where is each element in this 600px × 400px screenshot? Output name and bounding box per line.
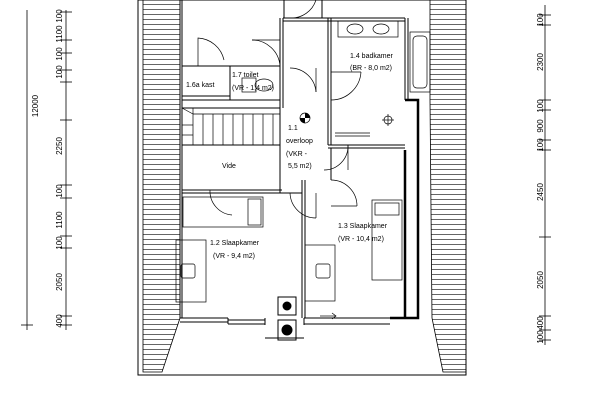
room-label-toilet: 1.7 toilet — [232, 72, 259, 79]
dim-left-seg: 2050 — [55, 273, 64, 291]
room-label-overloop: overloop — [286, 138, 313, 145]
left-dimension-chain — [21, 10, 72, 330]
room-area-overloop: (VKR - — [286, 151, 308, 158]
roof-right — [429, 0, 467, 373]
arrow-icon — [320, 312, 337, 320]
bathtub — [409, 31, 431, 93]
dim-right-seg: 900 — [536, 119, 545, 133]
dim-right-seg: 100 — [536, 330, 545, 344]
shower — [335, 114, 394, 137]
room-area-overloop-2: 5,5 m2) — [288, 163, 312, 170]
room-area-badkamer: (BR - 8,0 m2) — [350, 65, 392, 72]
dim-left-seg: 1100 — [55, 211, 64, 229]
dim-right-seg: 2300 — [536, 53, 545, 71]
room-area-slaapkamer-1-3: (VR - 10,4 m2) — [338, 236, 384, 243]
dim-left-seg: 100 — [55, 184, 64, 198]
dim-left-seg: 2250 — [55, 137, 64, 155]
bed-room-1-2 — [182, 196, 264, 228]
doors — [197, 0, 362, 219]
dim-left-seg: 1100 — [55, 25, 64, 43]
dim-right-seg: 100 — [536, 99, 545, 113]
roof-left — [142, 0, 181, 373]
dim-left-seg: 100 — [55, 65, 64, 79]
room-number-overloop: 1.1 — [288, 125, 298, 132]
dim-left-seg: 100 — [55, 236, 64, 250]
dim-right-seg: 400 — [536, 316, 545, 330]
desk-room-1-2 — [175, 239, 207, 303]
dim-right-seg: 100 — [536, 138, 545, 152]
room-label-slaapkamer-1-3: 1.3 Slaapkamer — [338, 223, 388, 230]
dim-left-seg: 400 — [55, 314, 64, 328]
room-area-slaapkamer-1-2: (VR - 9,4 m2) — [213, 253, 255, 260]
room-label-kast: 1.6a kast — [186, 82, 214, 89]
stairs — [181, 107, 280, 145]
desk-room-1-3 — [304, 244, 336, 302]
room-area-toilet: (VR - 1,4 m2) — [232, 85, 274, 92]
light-fixture — [299, 112, 311, 124]
right-dimension-chain — [539, 5, 551, 345]
room-label-slaapkamer-1-2: 1.2 Slaapkamer — [210, 240, 260, 247]
dim-left-seg: 100 — [55, 47, 64, 61]
walls — [179, 0, 409, 325]
room-label-vide: Vide — [222, 163, 236, 170]
bold-wall-right — [390, 98, 420, 320]
dim-right-seg: 2450 — [536, 183, 545, 201]
dim-right-seg: 2050 — [536, 271, 545, 289]
dim-total-left: 12000 — [31, 94, 40, 117]
bathroom-sinks — [337, 20, 399, 38]
dim-left-seg: 100 — [55, 9, 64, 23]
vent-shaft — [265, 296, 304, 341]
toilet-fixture — [241, 77, 274, 93]
room-label-badkamer: 1.4 badkamer — [350, 53, 393, 60]
dim-right-seg: 100 — [536, 13, 545, 27]
bed-room-1-3 — [371, 199, 403, 281]
